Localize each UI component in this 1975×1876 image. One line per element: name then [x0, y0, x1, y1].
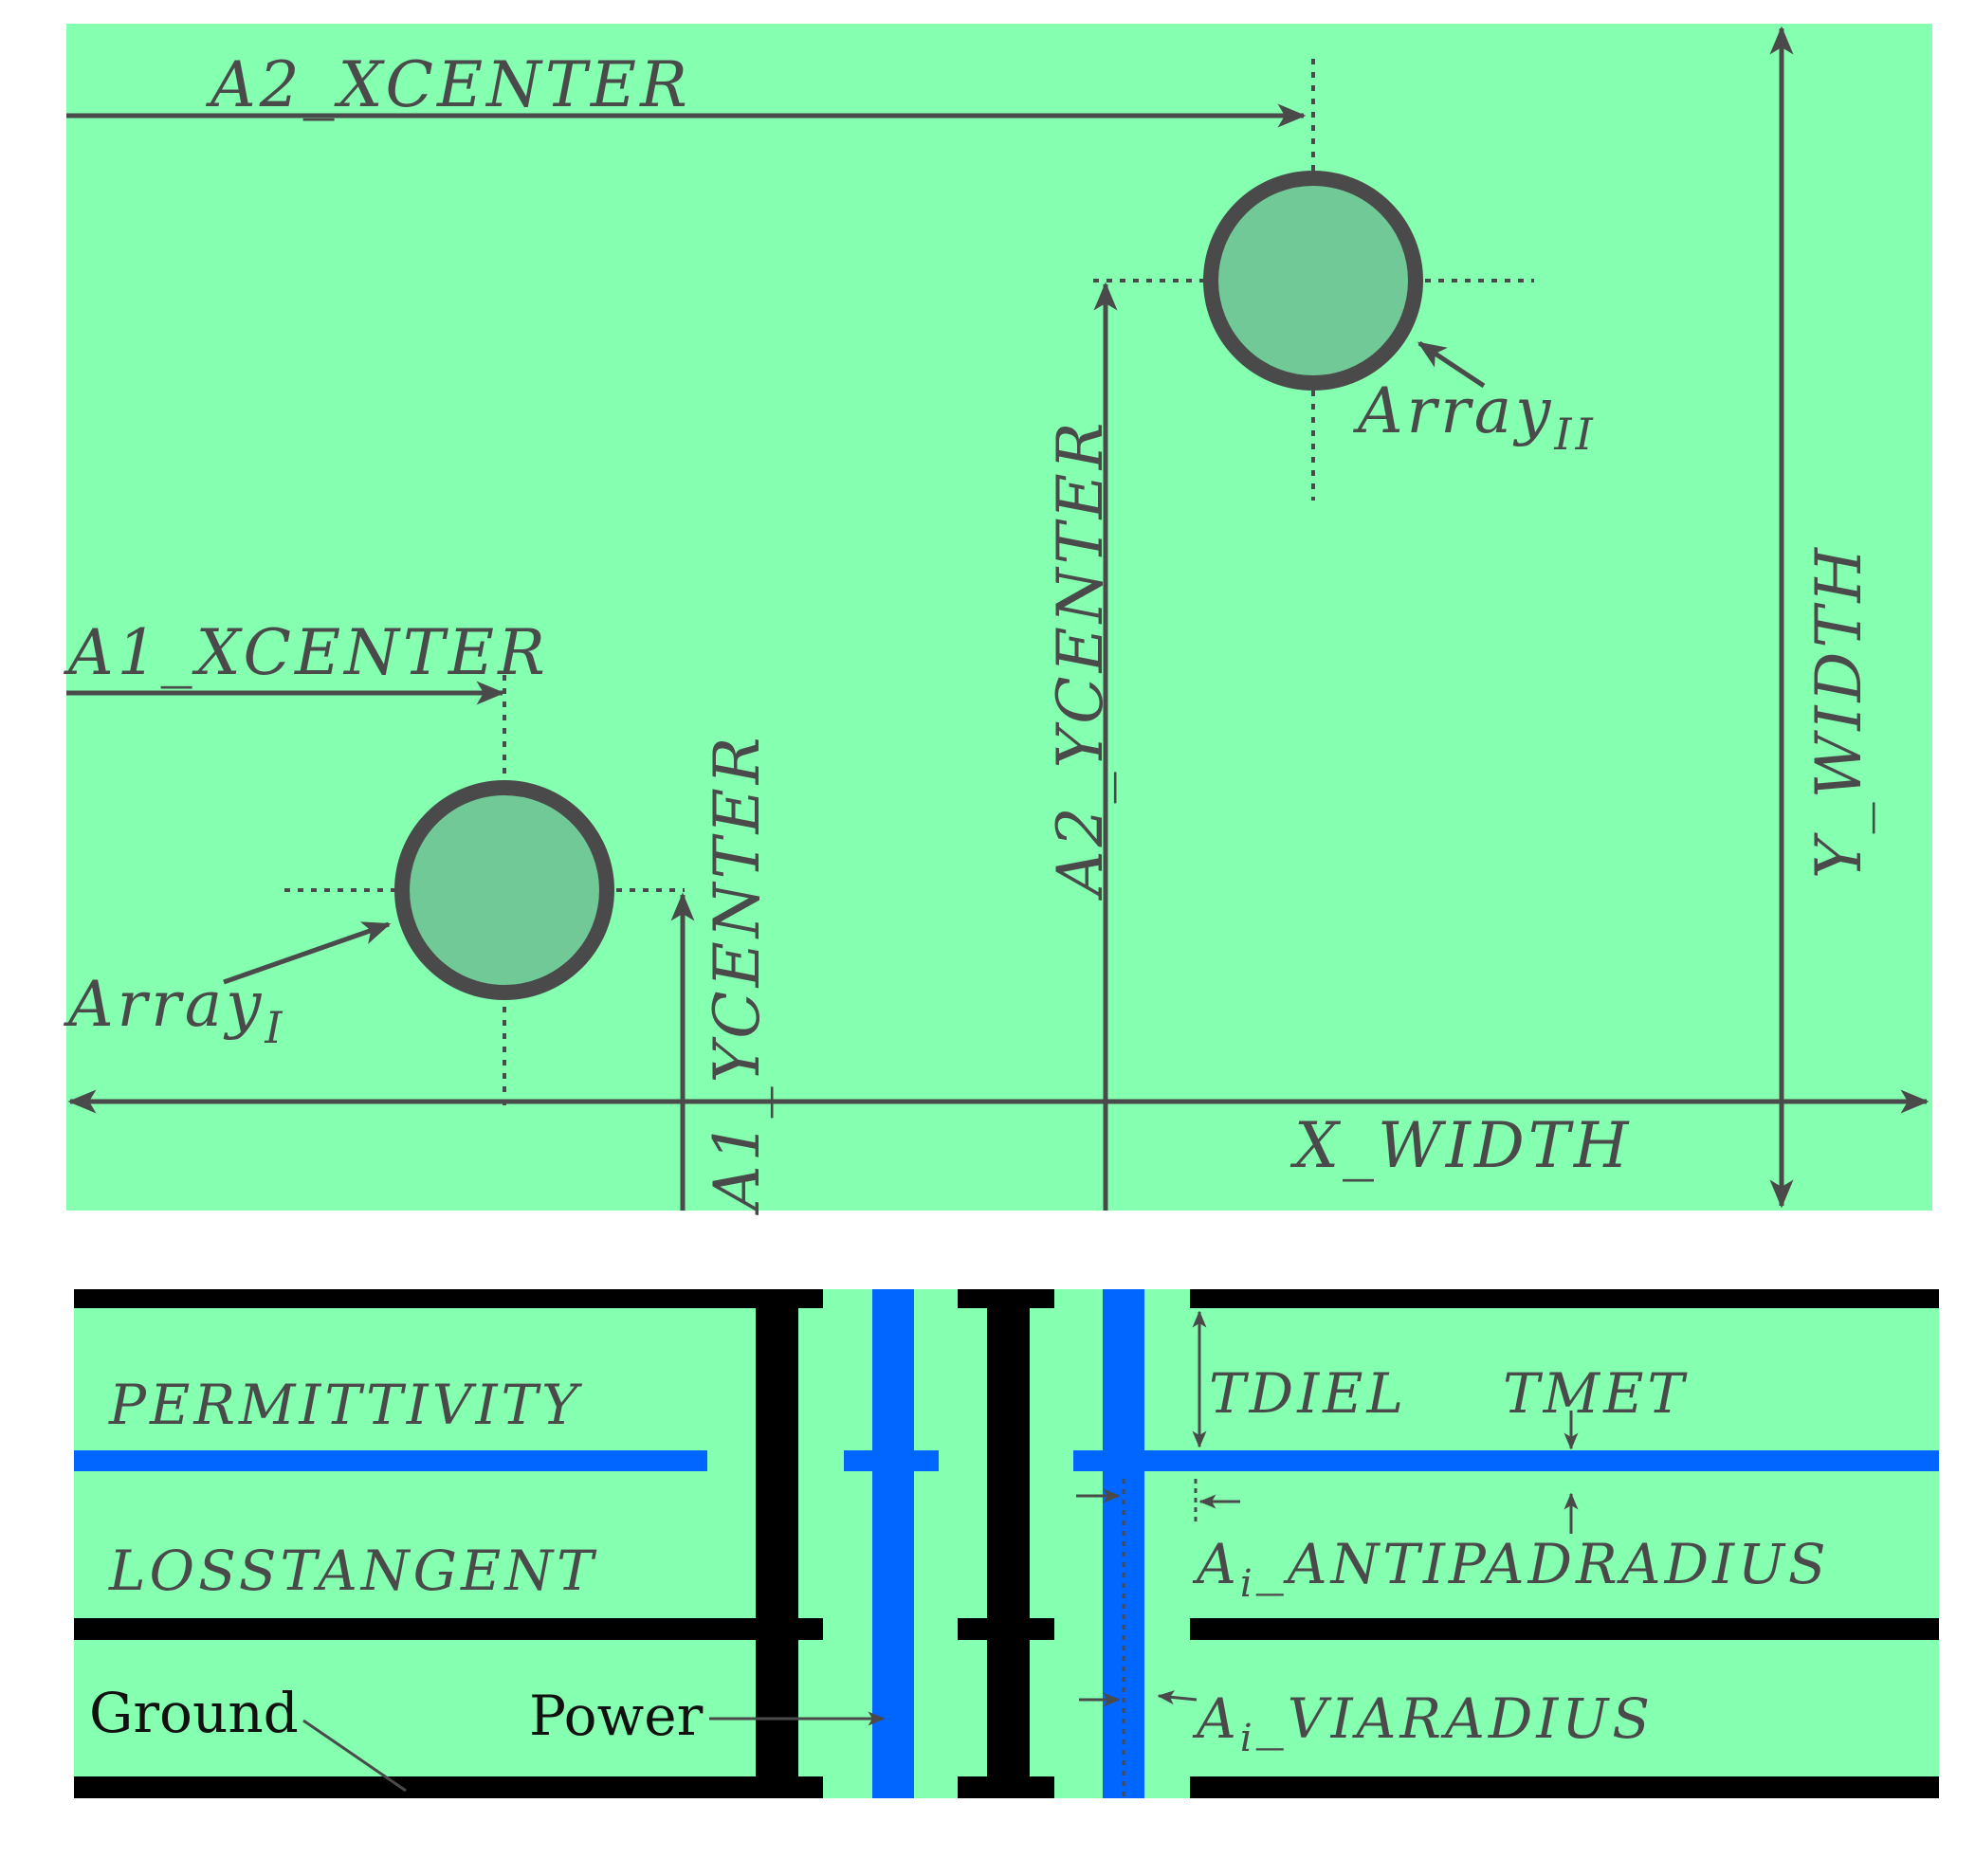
- power-via-left: [872, 1289, 914, 1798]
- middle-metal-layer: [74, 1618, 1939, 1640]
- losstangent-label: LOSSTANGENT: [108, 1539, 597, 1603]
- ground-vias: [756, 1289, 1030, 1798]
- dimension-lines: [66, 26, 1929, 1211]
- viaradius-arrow-right: [1157, 1690, 1198, 1705]
- pad-array2: [1203, 171, 1423, 391]
- a1-xcenter-label: A1_XCENTER: [63, 616, 549, 689]
- array1-label: ArrayI: [63, 968, 286, 1053]
- plane-layer: [74, 1450, 1939, 1471]
- cross-section-dimensions: [302, 1310, 1579, 1798]
- antipadradius-label: Ai_ANTIPADRADIUS: [1192, 1532, 1830, 1606]
- board-top: [66, 24, 1932, 1211]
- pad-array1: [394, 780, 614, 1000]
- top-metal-layer: [74, 1289, 1939, 1308]
- a2-xcenter-label: A2_XCENTER: [205, 48, 691, 121]
- ground-label: Ground: [89, 1681, 299, 1745]
- array2-pointer: [1417, 340, 1486, 389]
- array2-label: ArrayII: [1352, 374, 1597, 460]
- ground-pointer: [302, 1719, 407, 1793]
- top-view: A2_XCENTER A1_XCENTER A1_YCENTER A2_YCEN…: [63, 24, 1932, 1216]
- ground-via-left: [756, 1289, 798, 1798]
- a2-ycenter-label: A2_YCENTER: [1044, 419, 1117, 902]
- permittivity-label: PERMITTIVITY: [108, 1373, 582, 1437]
- ground-via-right: [987, 1289, 1030, 1798]
- cross-section: PERMITTIVITY LOSSTANGENT TDIEL TMET Ai_A…: [74, 1289, 1939, 1798]
- viaradius-label: Ai_VIARADIUS: [1192, 1686, 1654, 1760]
- a1-ycenter-label: A1_YCENTER: [701, 734, 774, 1216]
- power-label: Power: [529, 1684, 704, 1748]
- array1-pointer: [223, 921, 392, 985]
- x-width-label: X_WIDTH: [1289, 1109, 1632, 1182]
- tmet-label: TMET: [1503, 1361, 1688, 1426]
- tdiel-label: TDIEL: [1209, 1361, 1407, 1426]
- y-width-label: Y_WIDTH: [1802, 544, 1875, 879]
